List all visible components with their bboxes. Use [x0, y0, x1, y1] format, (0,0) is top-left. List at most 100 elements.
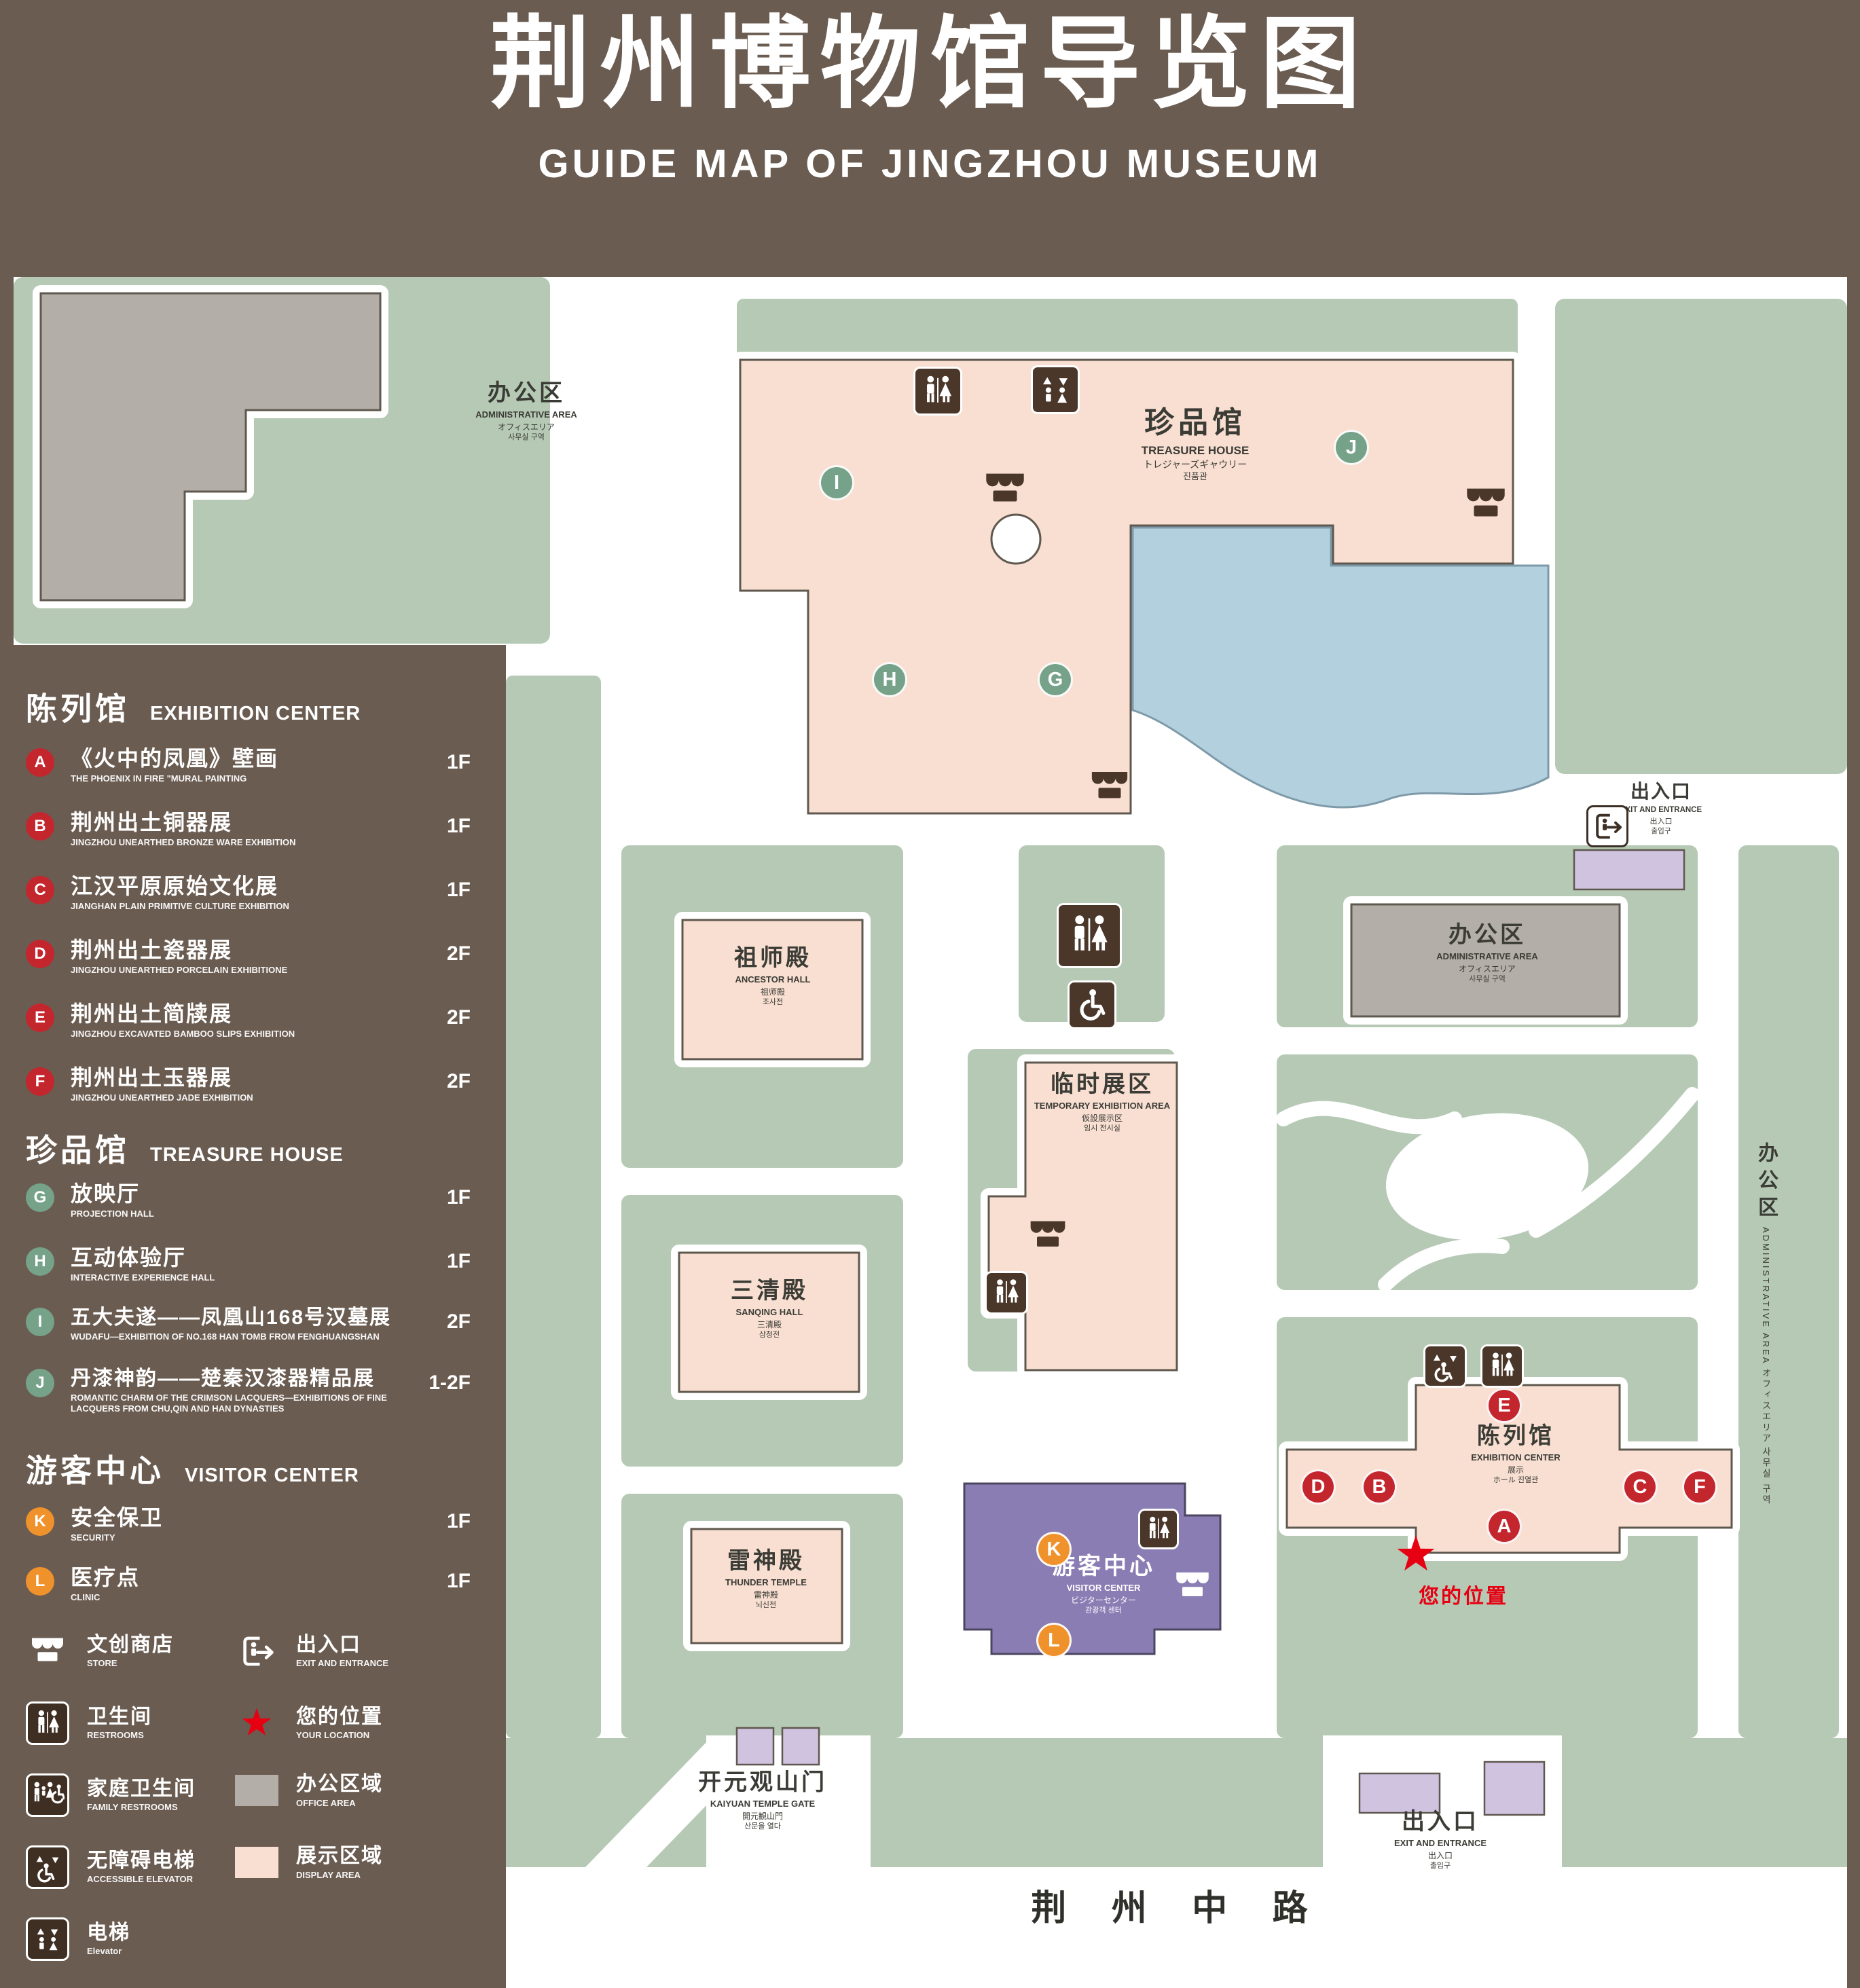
label-kr: 사무실 구역	[1761, 1447, 1771, 1506]
marker-badge-a: A	[26, 748, 54, 777]
road-name-label: 荆 州 中 路	[1031, 1889, 1326, 1928]
item-floor: 1F	[446, 815, 471, 837]
label-en: THUNDER TEMPLE	[725, 1577, 807, 1588]
item-floor: 1F	[446, 1510, 471, 1532]
label-cn: 雷神殿	[727, 1548, 805, 1574]
accessible-elevator-icon	[26, 1845, 69, 1889]
item-en: JINGZHOU UNEARTHED BRONZE WARE EXHIBITIO…	[71, 837, 296, 848]
label-cn: 出入口	[1630, 781, 1692, 802]
item-floor: 2F	[446, 1070, 471, 1092]
location-star-icon	[235, 1701, 278, 1745]
marker-K: K	[1036, 1532, 1072, 1567]
legend-item-k: K 安全保卫 SECURITY 1F	[26, 1505, 471, 1543]
restroom-icon	[26, 1701, 69, 1745]
marker-L: L	[1036, 1623, 1072, 1658]
marker-D: D	[1300, 1469, 1336, 1505]
marker-G: G	[1038, 662, 1073, 697]
item-en: ROMANTIC CHARM OF THE CRIMSON LACQUERS—E…	[71, 1393, 387, 1414]
elevator-icon	[1031, 365, 1080, 414]
gate-pylon-left	[735, 1727, 775, 1766]
label-cn: 三清殿	[731, 1278, 808, 1304]
admin-nw-building	[39, 292, 382, 602]
item-floor: 1-2F	[428, 1372, 471, 1394]
marker-badge-j: J	[26, 1369, 54, 1397]
legend-symbol-family-restrooms: 家庭卫生间 FAMILY RESTROOMS	[26, 1773, 196, 1817]
item-en: JINGZHOU UNEARTHED JADE EXHIBITION	[71, 1092, 253, 1103]
east-exit-booth	[1573, 849, 1685, 891]
symbol-cn: 卫生间	[87, 1705, 152, 1728]
legend-item-h: H 互动体验厅 INTERACTIVE EXPERIENCE HALL 1F	[26, 1245, 471, 1283]
symbol-en: ACCESSIBLE ELEVATOR	[87, 1874, 194, 1885]
exhibition-center-building	[1285, 1384, 1733, 1554]
label-jp: 展示	[1507, 1465, 1524, 1475]
store-icon	[26, 1630, 69, 1673]
your-location-label: 您的位置	[1419, 1585, 1508, 1608]
section-title-en: TREASURE HOUSE	[150, 1144, 344, 1166]
label-en: EXHIBITION CENTER	[1471, 1452, 1561, 1463]
legend-item-j: J 丹漆神韵——楚秦汉漆器精品展 ROMANTIC CHARM OF THE C…	[26, 1367, 471, 1415]
restroom-icon	[1138, 1509, 1179, 1549]
label-kr: 사무실 구역	[1469, 975, 1506, 984]
marker-badge-h: H	[26, 1247, 54, 1276]
label-en: VISITOR CENTER	[1066, 1583, 1141, 1594]
display-area-swatch	[235, 1847, 278, 1879]
water-feature	[1131, 526, 1550, 809]
label-kr: 사무실 구역	[508, 433, 545, 442]
label-cn: 出入口	[1402, 1809, 1479, 1835]
marker-badge-g: G	[26, 1183, 54, 1212]
label-cn: 办公区	[488, 380, 565, 406]
section-title-cn: 陈列馆	[26, 691, 130, 726]
item-cn: 安全保卫	[71, 1505, 164, 1530]
item-en: JINGZHOU UNEARTHED PORCELAIN EXHIBITIONE	[71, 965, 288, 976]
symbol-cn: 展示区域	[296, 1845, 383, 1867]
legend-item-c: C 江汉平原原始文化展 JIANGHAN PLAIN PRIMITIVE CUL…	[26, 874, 471, 912]
item-cn: 丹漆神韵——楚秦汉漆器精品展	[71, 1367, 375, 1390]
marker-F: F	[1682, 1469, 1717, 1505]
section-title-en: EXHIBITION CENTER	[150, 703, 361, 724]
symbol-en: FAMILY RESTROOMS	[87, 1802, 178, 1813]
label-jp: 出入口	[1427, 1851, 1453, 1861]
item-floor: 1F	[446, 879, 471, 901]
label-en: EXIT AND ENTRANCE	[1620, 806, 1702, 815]
marker-E: E	[1487, 1388, 1522, 1423]
marker-J: J	[1334, 430, 1369, 465]
label-kr: 조사전	[762, 998, 784, 1007]
item-cn: 五大夫遂——凤凰山168号汉墓展	[71, 1306, 392, 1329]
label-en: ANCESTOR HALL	[735, 974, 811, 985]
gate-approach-path	[585, 1738, 771, 1867]
label-kr: 출입구	[1429, 1862, 1451, 1871]
legend-item-g: G 放映厅 PROJECTION HALL 1F	[26, 1181, 471, 1219]
your-location-star-icon	[1391, 1530, 1440, 1579]
label-jp: 仮設展示区	[1081, 1113, 1123, 1124]
store-icon	[1082, 765, 1137, 809]
section-title-cn: 珍品馆	[26, 1133, 130, 1168]
label-en: TREASURE HOUSE	[1141, 443, 1250, 457]
legend-item-f: F 荆州出土玉器展 JINGZHOU UNEARTHED JADE EXHIBI…	[26, 1065, 471, 1103]
marker-badge-b: B	[26, 812, 54, 841]
label-en: EXIT AND ENTRANCE	[1393, 1838, 1487, 1849]
label-treasure-house: 珍品馆 TREASURE HOUSE トレジャーズギャウリー 진품관	[1049, 406, 1341, 481]
legend-item-l: L 医疗点 CLINIC 1F	[26, 1565, 471, 1603]
marker-badge-i: I	[26, 1308, 54, 1336]
office-area-swatch	[235, 1775, 278, 1807]
label-thunder-temple: 雷神殿 THUNDER TEMPLE 雷神殿 뇌신전	[686, 1548, 846, 1609]
label-cn: 开元观山门	[698, 1769, 827, 1795]
label-cn: 珍品馆	[1144, 406, 1246, 439]
marker-badge-f: F	[26, 1067, 54, 1096]
item-floor: 1F	[446, 751, 471, 773]
restroom-icon	[1480, 1344, 1524, 1388]
marker-C: C	[1622, 1469, 1658, 1505]
symbol-cn: 无障碍电梯	[87, 1849, 196, 1872]
label-kr: 관광객 센터	[1085, 1606, 1122, 1615]
item-cn: 荆州出土玉器展	[71, 1065, 233, 1090]
legend-symbol-restrooms: 卫生间 RESTROOMS	[26, 1701, 152, 1745]
ancestor-hall-building	[681, 919, 864, 1061]
label-en: KAIYUAN TEMPLE GATE	[710, 1799, 816, 1809]
page-title: 荆州博物馆导览图	[490, 8, 1370, 120]
label-kr: 출입구	[1651, 826, 1671, 835]
label-admin-right: 办公区 ADMINISTRATIVE AREA オフィスエリア 사무실 구역	[1751, 984, 1835, 1663]
restroom-icon	[913, 367, 962, 416]
restroom-icon	[1057, 903, 1122, 968]
label-en: ADMINISTRATIVE AREA	[1436, 951, 1538, 962]
